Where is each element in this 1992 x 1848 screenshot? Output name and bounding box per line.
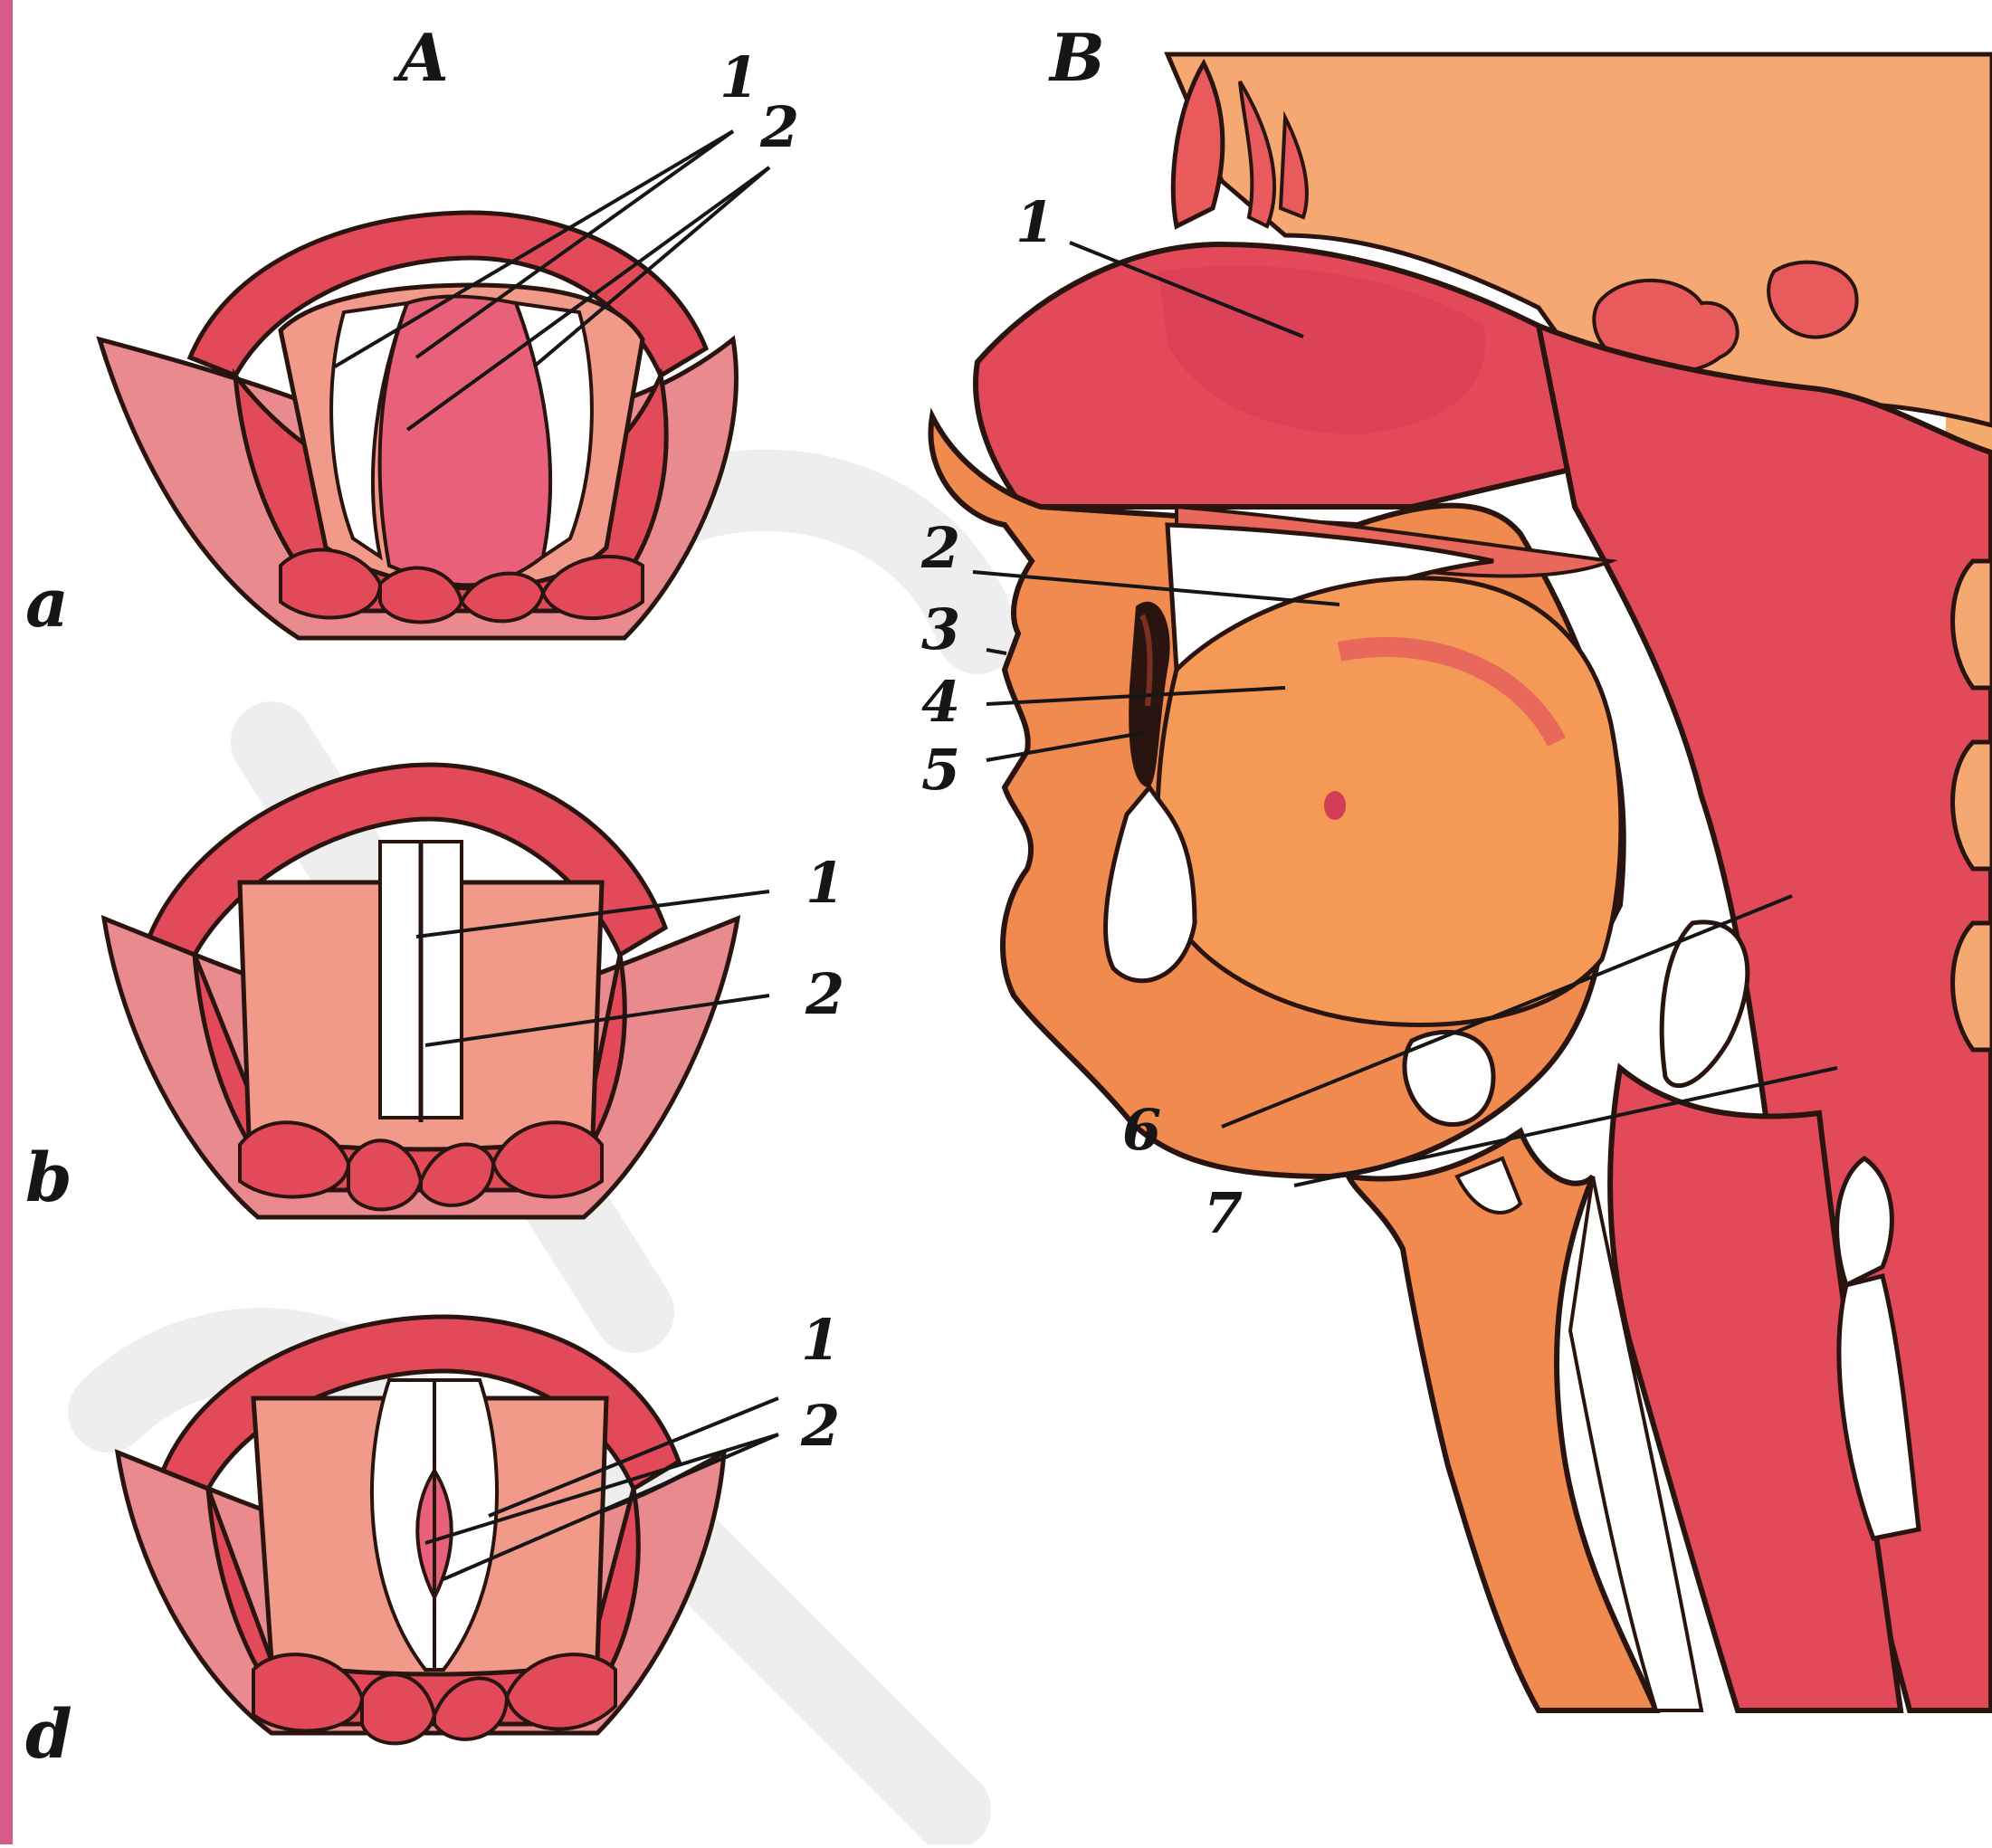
row-label-b: b [25,1145,72,1212]
sagittal-label-2: 2 [921,520,960,576]
sagittal-label-1: 1 [1015,195,1054,251]
view-b-label-1: 1 [805,855,844,911]
row-label-a: a [25,570,69,637]
view-d-label-1: 1 [801,1312,840,1368]
vertebrae [1953,561,1992,1050]
panel-a-heading: A [398,25,449,90]
sagittal-label-6: 6 [1122,1102,1161,1158]
sagittal-label-4: 4 [921,674,960,730]
view-d-label-2: 2 [801,1398,840,1454]
glottis-view-a [100,131,769,638]
row-label-d: d [25,1701,72,1768]
panel-b-heading: B [1050,25,1105,90]
sagittal-label-5: 5 [921,742,960,798]
left-border-stripe [0,0,13,1844]
view-a-label-1: 1 [720,50,758,106]
view-b-label-2: 2 [805,967,844,1023]
view-a-label-2: 2 [760,100,799,156]
glottis-view-b [104,765,769,1217]
sagittal-section [930,54,1992,1710]
sagittal-label-3: 3 [921,602,960,658]
sagittal-label-7: 7 [1204,1186,1243,1242]
